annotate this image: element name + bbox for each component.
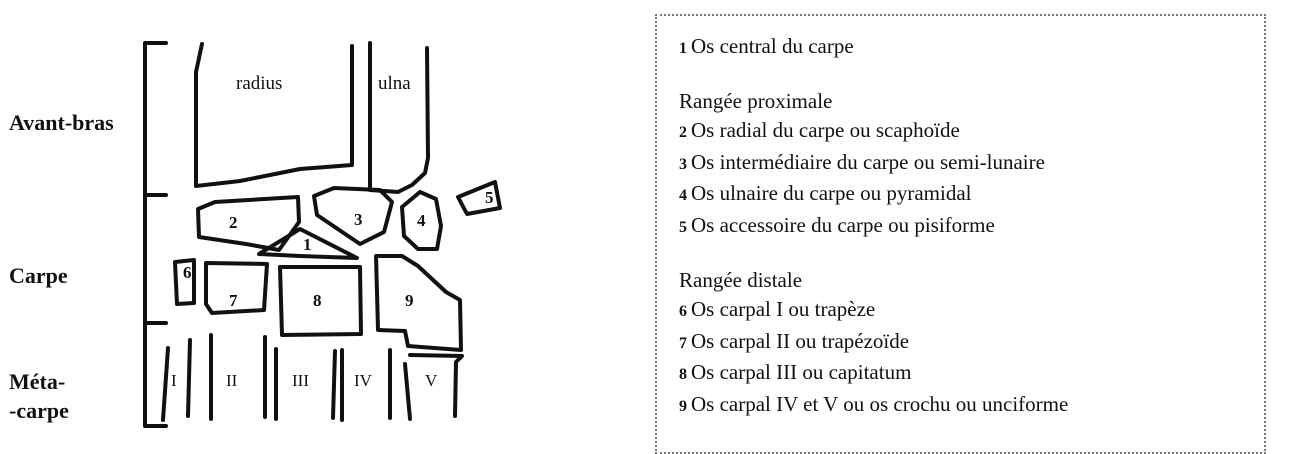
carpus-diagram: radius ulna 1 2 3 4 5 6 7 8 9 I II III I… bbox=[0, 0, 640, 448]
legend-text: Os carpal I ou trapèze bbox=[691, 297, 876, 322]
bone-7-carpal-ii bbox=[204, 261, 269, 315]
radius-bone bbox=[194, 42, 354, 188]
metacarpal-iv-label: IV bbox=[354, 371, 373, 390]
bone-4-ulnar bbox=[400, 190, 443, 251]
bone-number-5: 5 bbox=[485, 188, 494, 207]
metacarpal-i-bone bbox=[161, 338, 192, 422]
bone-drawing: radius ulna 1 2 3 4 5 6 7 8 9 I II III I… bbox=[143, 41, 502, 428]
legend-number: 2 bbox=[679, 124, 687, 142]
ulna-bone bbox=[368, 41, 430, 194]
legend-text: Os carpal IV et V ou os crochu ou uncifo… bbox=[691, 391, 1069, 416]
legend-heading-proximal: Rangée proximale bbox=[679, 88, 833, 113]
region-metacarpus-label-line2: -carpe bbox=[9, 398, 69, 423]
metacarpal-iv-bone bbox=[340, 348, 392, 422]
metacarpal-ii-label: II bbox=[226, 371, 238, 390]
metacarpal-v-label: V bbox=[425, 371, 438, 390]
legend-number: 3 bbox=[679, 155, 687, 173]
region-carpus-label: Carpe bbox=[9, 263, 68, 288]
legend-heading-distal: Rangée distale bbox=[679, 267, 803, 292]
bone-number-4: 4 bbox=[417, 211, 426, 230]
legend-number: 8 bbox=[679, 366, 687, 384]
bone-6-carpal-i bbox=[173, 258, 196, 306]
legend-text: Os carpal II ou trapézoïde bbox=[691, 328, 910, 353]
legend-number: 6 bbox=[679, 303, 687, 321]
legend-number: 9 bbox=[679, 397, 687, 415]
legend-text: Os intermédiaire du carpe ou semi-lunair… bbox=[691, 149, 1045, 174]
legend-text: Os central du carpe bbox=[691, 34, 854, 58]
legend-text: Os accessoire du carpe ou pisiforme bbox=[691, 212, 995, 237]
metacarpal-ii-bone bbox=[209, 333, 267, 421]
legend-text: Os ulnaire du carpe ou pyramidal bbox=[691, 181, 972, 206]
radius-label: radius bbox=[236, 73, 282, 94]
legend-number: 5 bbox=[679, 218, 687, 236]
metacarpal-v-bone bbox=[403, 353, 464, 421]
region-bracket bbox=[143, 41, 168, 428]
bone-number-7: 7 bbox=[229, 291, 238, 310]
region-forearm-label: Avant-bras bbox=[9, 110, 114, 135]
ulna-label: ulna bbox=[378, 73, 411, 94]
bone-number-1: 1 bbox=[303, 235, 312, 254]
region-metacarpus-label-line1: Méta- bbox=[9, 369, 66, 394]
bone-8-carpal-iii bbox=[278, 265, 363, 337]
bone-number-2: 2 bbox=[229, 213, 238, 232]
bone-number-9: 9 bbox=[405, 291, 414, 310]
bone-2-radial bbox=[196, 195, 301, 252]
bone-9-carpal-iv-v bbox=[374, 254, 463, 352]
metacarpal-i-label: I bbox=[171, 371, 177, 390]
legend-number: 1 bbox=[679, 40, 687, 57]
legend-number: 4 bbox=[679, 187, 687, 205]
bone-number-8: 8 bbox=[313, 291, 322, 310]
legend-text: Os carpal III ou capitatum bbox=[691, 360, 912, 385]
bone-5-accessory bbox=[456, 180, 502, 216]
legend-number: 7 bbox=[679, 334, 687, 352]
metacarpal-iii-label: III bbox=[292, 371, 309, 390]
bone-3-intermediate bbox=[312, 186, 394, 246]
legend-text: Os radial du carpe ou scaphoïde bbox=[691, 118, 960, 143]
metacarpal-iii-bone bbox=[274, 347, 337, 421]
bone-number-6: 6 bbox=[183, 263, 192, 282]
bone-number-3: 3 bbox=[354, 210, 363, 229]
bone-1-central bbox=[257, 227, 359, 260]
